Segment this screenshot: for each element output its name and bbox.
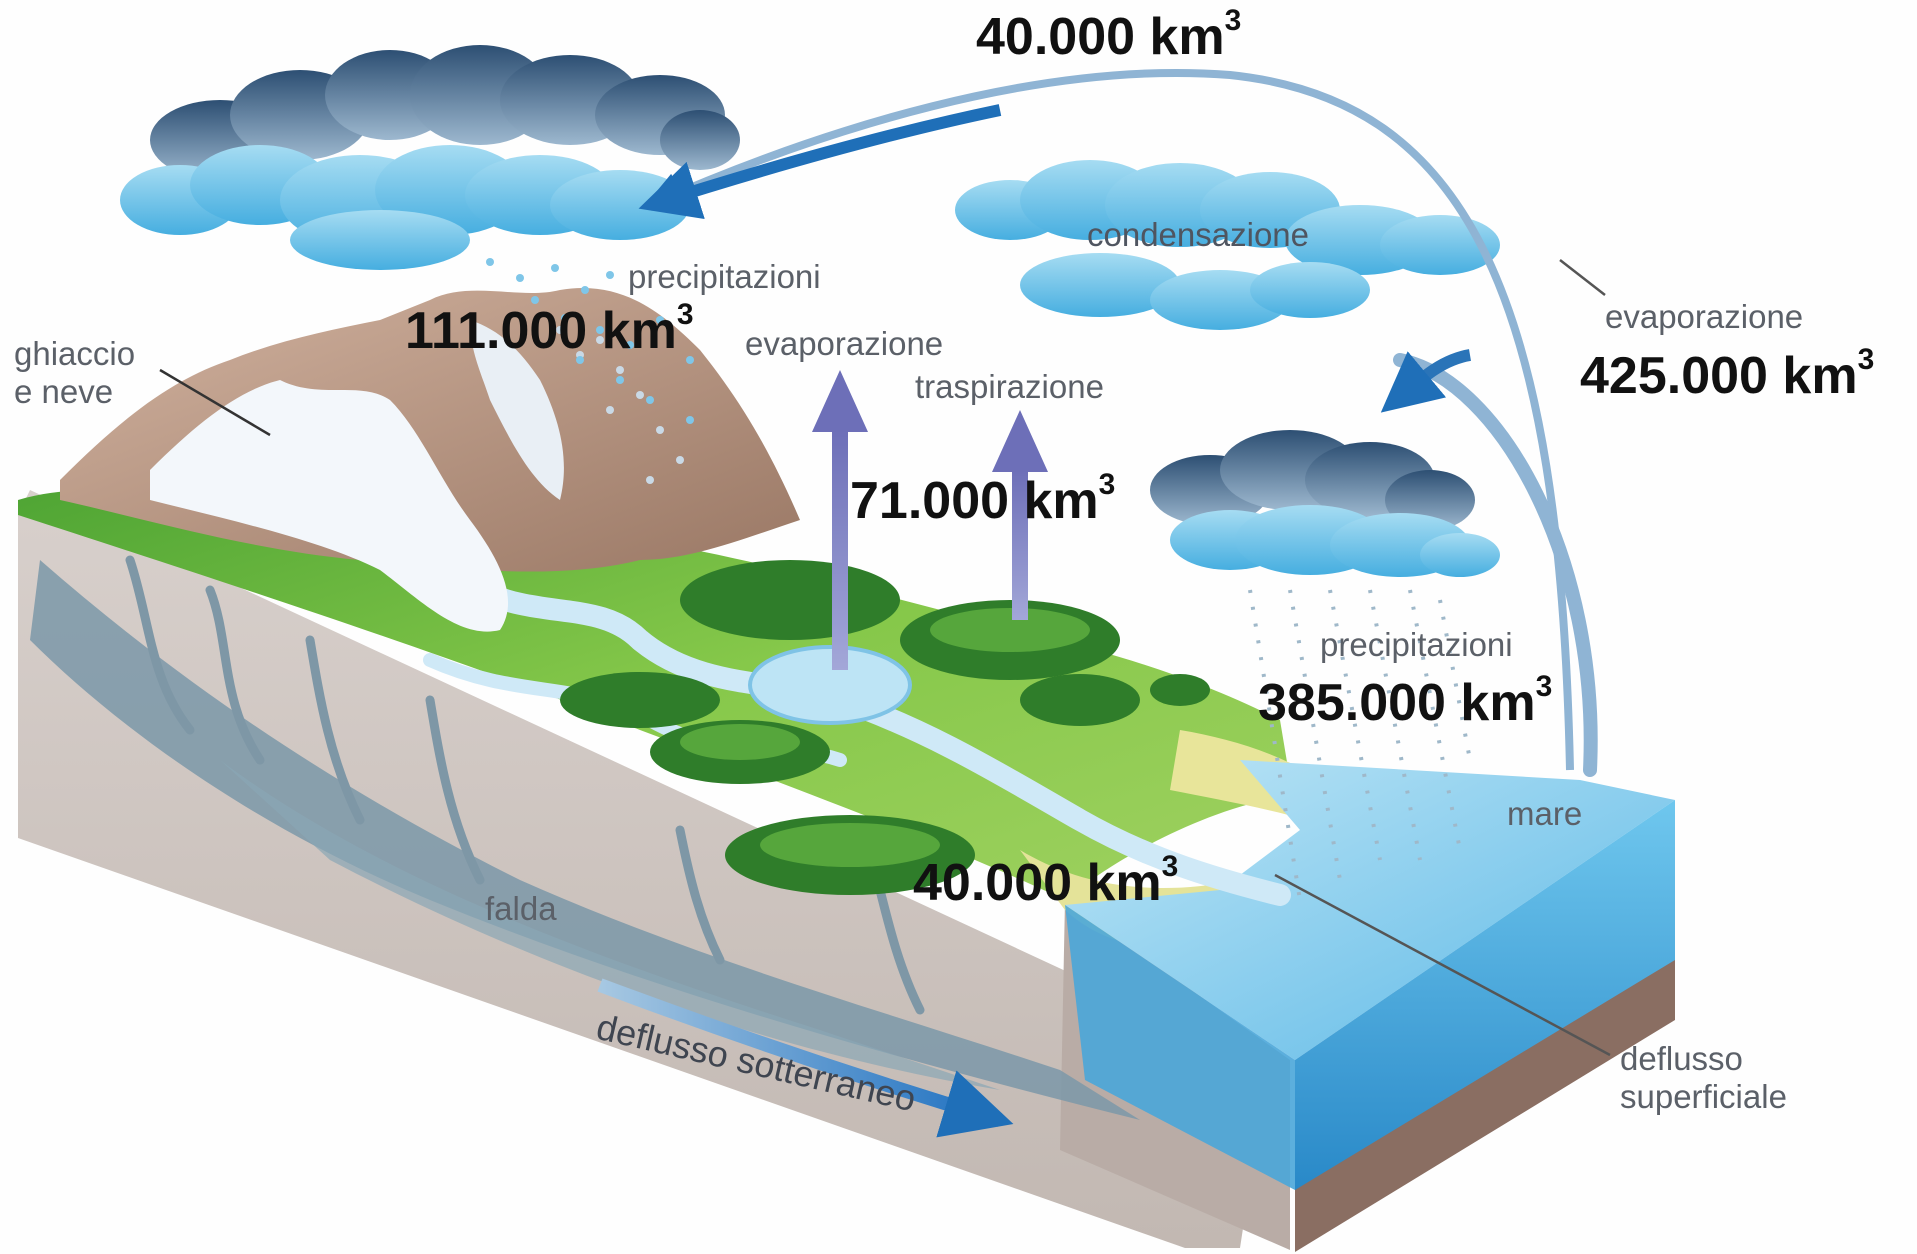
label-precipitazioni-mountain: precipitazioni — [628, 258, 821, 295]
sea-front-face — [1065, 905, 1295, 1190]
aquifer-falda — [30, 560, 1140, 1120]
quantity-advection-top: 40.000 km3 — [976, 4, 1242, 66]
sea-top — [1065, 760, 1675, 1060]
label-mare: mare — [1507, 795, 1583, 832]
arrow-evaporation-lake — [832, 430, 848, 670]
leader-deflusso — [1274, 873, 1611, 1057]
leader-ghiaccio — [159, 368, 271, 437]
cloud-sea — [1150, 430, 1500, 901]
leader-evaporazione — [1559, 259, 1606, 296]
label-falda: falda — [485, 890, 557, 927]
arrows — [159, 68, 1611, 1138]
arrow-evaporation-sea-head — [1380, 349, 1472, 413]
arrow-transpiration — [1012, 470, 1028, 620]
arrow-groundwater — [597, 978, 1014, 1138]
label-deflusso-superficiale: deflusso superficiale — [1620, 1040, 1787, 1115]
quantity-runoff: 40.000 km3 — [913, 850, 1179, 912]
label-condensazione: condensazione — [1087, 216, 1310, 253]
snow-dots — [556, 326, 684, 484]
snow-glacier — [150, 380, 509, 632]
terrain-block — [18, 288, 1675, 1252]
arrow-advection-head — [638, 104, 1002, 220]
arrow-advection — [642, 68, 1574, 771]
cloud-condensation — [955, 160, 1500, 330]
label-traspirazione: traspirazione — [915, 368, 1104, 405]
sea-bed — [1295, 960, 1675, 1252]
arrow-transpiration-head — [992, 410, 1048, 472]
label-precipitazioni-sea: precipitazioni — [1320, 626, 1513, 663]
quantity-evapotranspiration: 71.000 km3 — [850, 468, 1116, 530]
cloud-mountain — [120, 45, 740, 424]
lake — [748, 645, 912, 725]
quantity-precipitation-land: 111.000 km3 — [405, 298, 694, 360]
forest-highlights — [680, 608, 1090, 867]
rock-cracks — [125, 555, 925, 1015]
quantity-precipitation-sea: 385.000 km3 — [1258, 670, 1553, 732]
arrow-evaporation-lake-head — [812, 370, 868, 432]
label-ghiaccio-e-neve: ghiaccio e neve — [14, 335, 136, 410]
quantity-evaporation-sea: 425.000 km3 — [1580, 343, 1875, 405]
snow-peak — [470, 320, 564, 500]
label-evaporazione-sea: evaporazione — [1605, 298, 1804, 335]
label-evaporazione-lake: evaporazione — [745, 325, 944, 362]
